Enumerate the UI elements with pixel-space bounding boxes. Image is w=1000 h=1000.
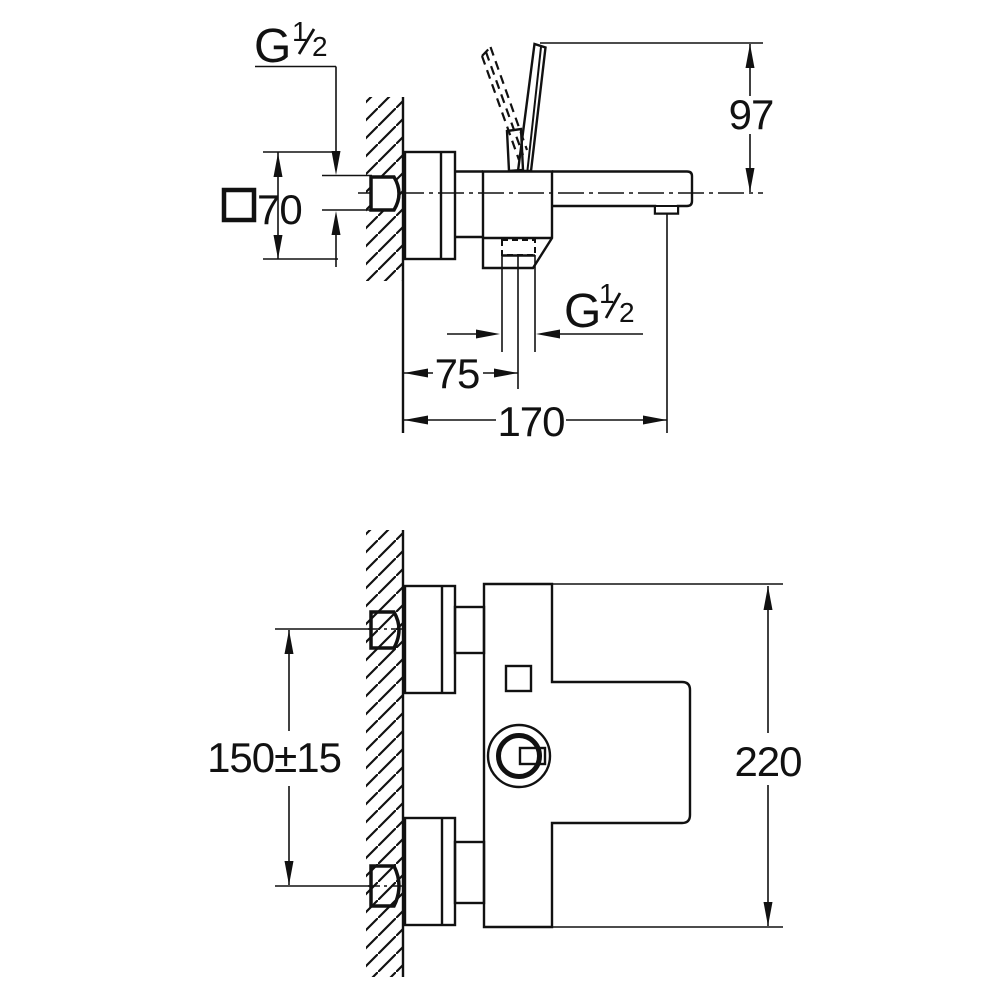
outlet-offset-value: 75 [435, 350, 480, 397]
dimension-outlet-offset-75: 75 [404, 350, 518, 397]
outlet-thread-denominator: 2 [619, 297, 635, 328]
wall-thread-label: G [254, 20, 291, 73]
dimension-wall-thread: G 1 2 [254, 16, 341, 267]
cartridge-key-slot [518, 746, 547, 766]
s-union-nut-bottom [369, 864, 401, 908]
wall-hatch-plan [366, 530, 403, 977]
mixer-body-plan [482, 582, 692, 929]
dimension-inlet-spacing-150: 150±15 [207, 630, 342, 885]
dimension-body-width-220: 220 [734, 586, 803, 926]
fraction-slash-icon [297, 28, 316, 55]
square-symbol-icon [221, 187, 257, 223]
dimension-spout-reach-170: 170 [404, 214, 668, 445]
outlet-thread-label: G [564, 285, 601, 338]
body-width-value: 220 [734, 738, 801, 785]
escutcheon-side [403, 150, 457, 261]
dimension-escutcheon-70: 70 [221, 151, 338, 260]
inlet-spacing-value: 150±15 [207, 734, 341, 781]
plan-view: 150±15 220 [207, 530, 803, 977]
lever-handle [516, 42, 547, 173]
wall-thread-denominator: 2 [312, 31, 328, 62]
outlet-thread-numerator: 1 [599, 278, 615, 309]
spout-reach-value: 170 [497, 398, 564, 445]
mixer-body-side [481, 170, 554, 270]
lever-handle-alt-position [480, 46, 529, 161]
fraction-slash-icon [604, 292, 622, 319]
lever-edge-line [526, 46, 542, 171]
dimension-outlet-thread: G 1 2 [447, 278, 643, 339]
spout-side [552, 170, 694, 215]
diverter-button [504, 664, 533, 693]
s-union-nut-top [369, 610, 401, 650]
cartridge-cap-inner [496, 733, 542, 779]
aerator [654, 205, 679, 215]
escutcheon-size-value: 70 [257, 186, 302, 233]
lever-height-value: 97 [729, 91, 774, 138]
side-view: G 1 2 70 97 [221, 16, 774, 445]
wall-thread-numerator: 1 [292, 16, 308, 47]
cartridge-cap-outer [486, 723, 552, 789]
dimension-lever-height-97: 97 [540, 42, 774, 192]
s-union-nut-side [369, 175, 401, 212]
